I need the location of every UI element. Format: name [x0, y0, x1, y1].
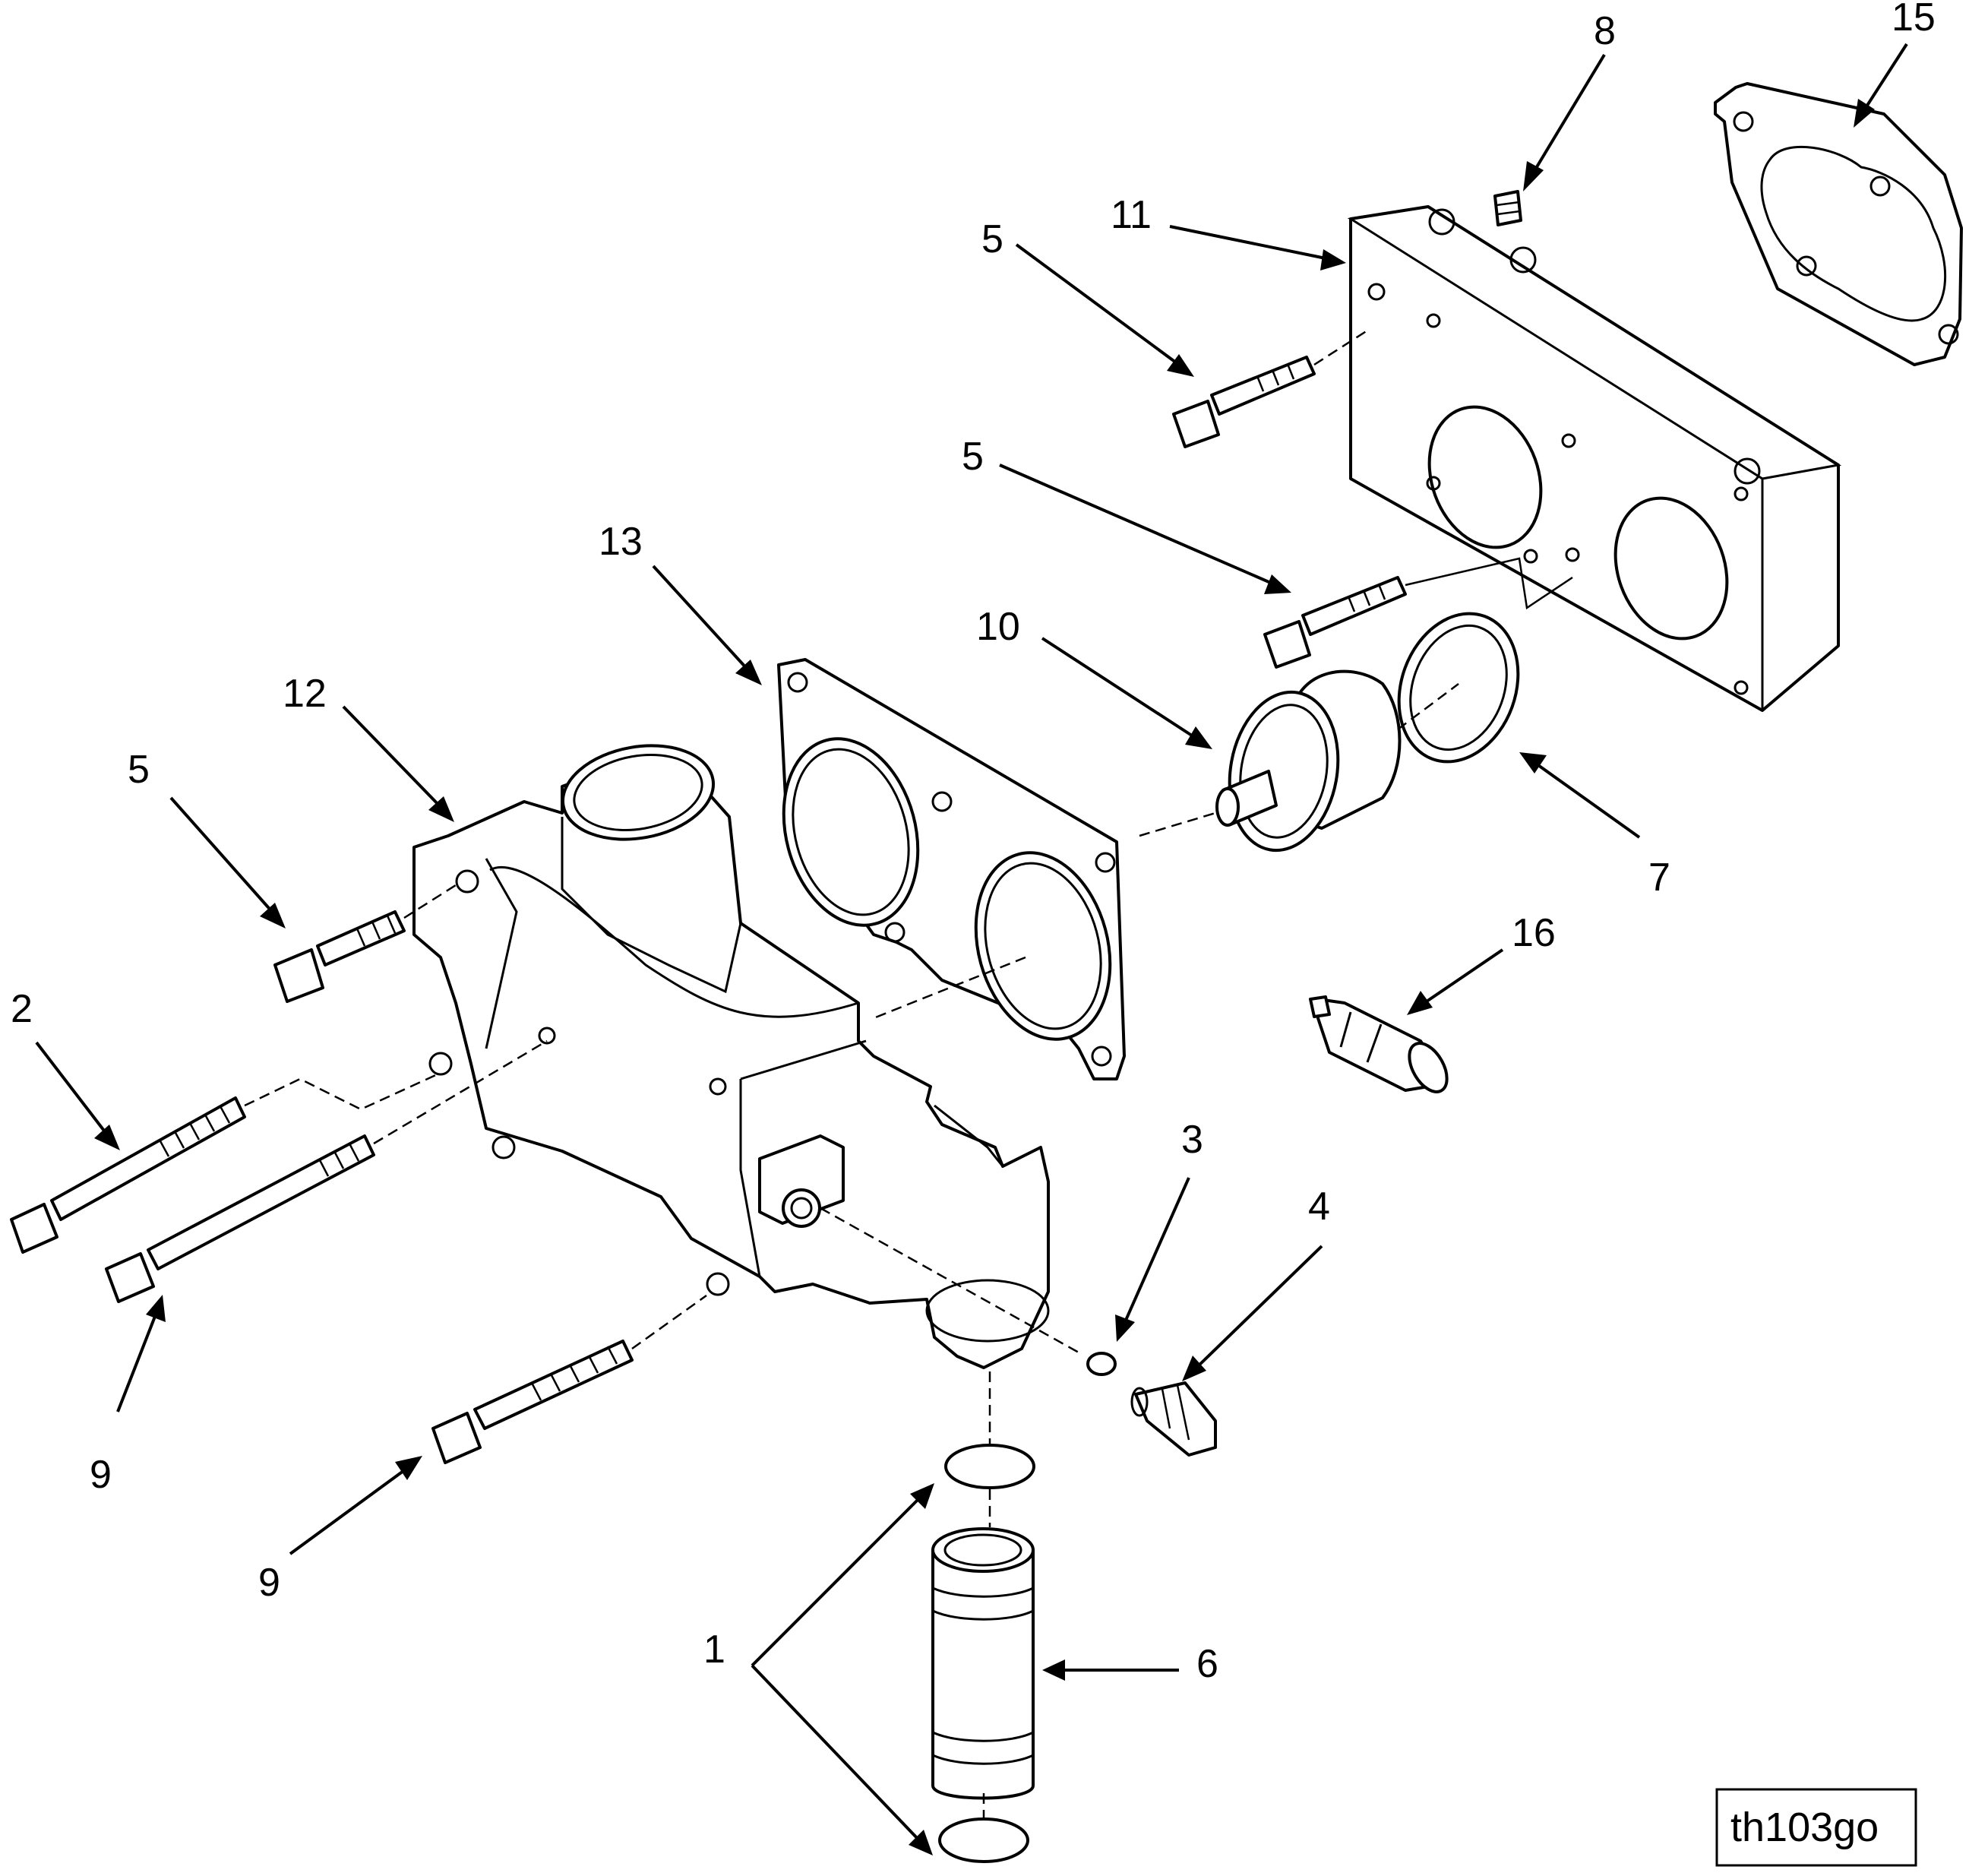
- part-7-seal-ring: [1397, 612, 1520, 764]
- callout-12: 12: [283, 672, 327, 716]
- part-11-housing-block: [1347, 205, 1842, 712]
- part-3-plug: [1086, 1352, 1117, 1376]
- part-8-plug: [1493, 190, 1522, 226]
- part-13-gasket: [777, 658, 1126, 1080]
- part-1-o-ring-lower: [938, 1817, 1029, 1863]
- part-9-capscrew-upper: [105, 1039, 548, 1303]
- figure-id-label: th103go: [1715, 1788, 1917, 1867]
- callout-9-upper: 9: [90, 1453, 112, 1497]
- callout-5-middle: 5: [962, 435, 984, 479]
- callout-7: 7: [1648, 856, 1670, 900]
- callout-1: 1: [703, 1628, 725, 1672]
- part-10-thermostat: [1139, 669, 1459, 853]
- callout-15: 15: [1892, 0, 1936, 40]
- callout-8: 8: [1594, 9, 1616, 53]
- part-1-o-ring-upper: [944, 1444, 1035, 1489]
- part-5-capscrew-upper: [1172, 329, 1368, 448]
- part-12-housing-casting: [412, 744, 1079, 1369]
- callout-16: 16: [1512, 911, 1556, 955]
- part-2-long-capscrew: [10, 1071, 441, 1254]
- callout-13: 13: [599, 520, 643, 564]
- callout-2: 2: [11, 987, 33, 1031]
- callout-11: 11: [1111, 193, 1152, 237]
- callout-10: 10: [976, 605, 1020, 649]
- callout-3: 3: [1181, 1118, 1203, 1162]
- part-4-fitting: [1130, 1381, 1217, 1457]
- part-5-capscrew-middle: [1263, 557, 1573, 669]
- callout-labels: 15 8 11 5 5 13 10 12 5 2 9 9 7 16 3 4 6 …: [11, 0, 1936, 1686]
- leader-lines: [35, 43, 1908, 1855]
- callout-5-upper: 5: [981, 217, 1003, 261]
- callout-5-left: 5: [128, 748, 150, 792]
- part-6-tube: [931, 1371, 1035, 1820]
- callout-4: 4: [1308, 1185, 1330, 1229]
- callout-9-lower: 9: [258, 1561, 280, 1605]
- callout-6: 6: [1196, 1642, 1218, 1686]
- part-16-sensor: [1309, 995, 1449, 1093]
- part-9-capscrew-lower: [431, 1294, 707, 1464]
- figure-id-text: th103go: [1730, 1805, 1879, 1850]
- part-5-capscrew-left: [273, 884, 457, 1003]
- part-15-gasket: [1714, 82, 1963, 366]
